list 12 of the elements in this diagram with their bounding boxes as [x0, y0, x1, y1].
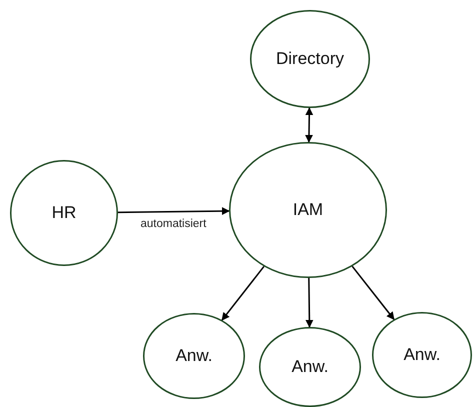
node-label: HR [52, 203, 76, 223]
node-label: Anw. [292, 357, 328, 377]
arrow [118, 207, 230, 216]
arrow [221, 266, 265, 321]
arrow [305, 278, 314, 328]
node-label: Anw. [176, 346, 212, 366]
arrow [305, 107, 314, 143]
arrow [352, 266, 395, 320]
node-label: Directory [276, 49, 344, 69]
edge-label: automatisiert [140, 218, 206, 230]
node-label: IAM [292, 200, 324, 220]
node-label: Anw. [404, 345, 440, 365]
